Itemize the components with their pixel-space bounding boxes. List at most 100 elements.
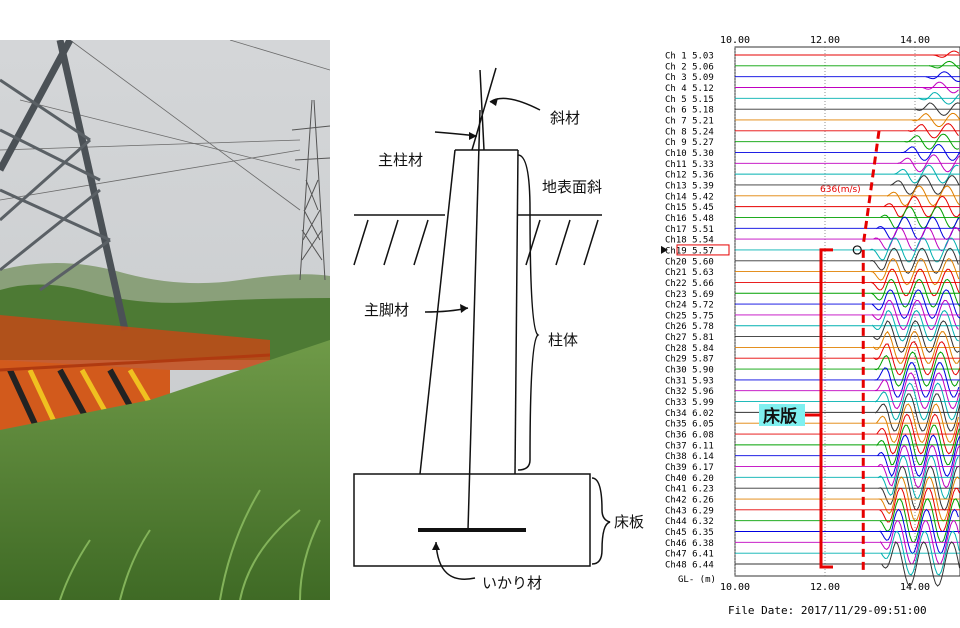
diagonal-upper: [479, 69, 485, 151]
waveform: [874, 372, 960, 410]
channel-label: Ch 1 5.03: [665, 52, 714, 62]
channel-label: Ch 6 5.18: [665, 106, 714, 116]
waveform: [875, 393, 960, 432]
label-anchor: いかり材: [482, 574, 542, 592]
waveform: [922, 81, 959, 94]
waveform: [879, 487, 960, 533]
waveform: [904, 133, 960, 150]
channel-label: Ch 3 5.09: [665, 73, 714, 83]
x-tick-top: 10.00: [720, 35, 750, 46]
gl-axis-label: GL- (m): [678, 575, 716, 585]
channel-label: Ch20 5.60: [665, 257, 714, 267]
file-date: File Date: 2017/11/29-09:51:00: [728, 604, 927, 617]
waveform: [880, 520, 960, 565]
arrow-heads: [432, 98, 498, 550]
channel-label: Ch45 6.35: [665, 528, 714, 538]
channel-label: Ch10 5.30: [665, 149, 714, 159]
waveform: [901, 144, 960, 161]
waveform: [876, 413, 960, 455]
channel-label: Ch30 5.90: [665, 366, 714, 376]
waveform: [929, 60, 960, 70]
anchor-leader: [435, 541, 476, 580]
channel-label: Ch47 6.41: [665, 550, 714, 560]
column-right-edge: [514, 149, 519, 475]
tower-bracing: [0, 78, 111, 292]
waveform: [873, 341, 960, 376]
waveform: [879, 498, 960, 544]
label-slab: 床板: [614, 513, 644, 531]
channel-label: Ch32 5.96: [665, 387, 714, 397]
waveform: [875, 403, 959, 444]
channel-label: Ch15 5.45: [665, 203, 714, 213]
waveform: [911, 112, 960, 127]
channel-label: Ch17 5.51: [665, 225, 714, 235]
channel-label: Ch26 5.78: [665, 322, 714, 332]
waveform: [925, 71, 960, 83]
channel-label: Ch33 5.99: [665, 398, 714, 408]
channel-label: Ch43 6.29: [665, 506, 714, 516]
selected-channel-box[interactable]: [676, 244, 730, 256]
x-tick-bottom: 10.00: [720, 582, 750, 593]
channel-label: Ch44 6.32: [665, 517, 714, 527]
waveform: [908, 123, 959, 139]
waveform: [878, 476, 960, 522]
label-main-leg: 主脚材: [364, 301, 409, 319]
channel-label: Ch41 6.23: [665, 485, 714, 495]
waveform: [877, 444, 960, 489]
channel-label: Ch39 6.17: [665, 463, 714, 473]
channel-label: Ch48 6.44: [665, 561, 714, 571]
label-ground-slope: 地表面斜: [542, 178, 602, 196]
waveform: [881, 541, 960, 587]
main-leg-line: [467, 109, 481, 531]
slab-bracket: [819, 248, 833, 569]
label-column: 柱体: [548, 331, 578, 349]
channel-label: Ch22 5.66: [665, 279, 714, 289]
channel-label: Ch13 5.39: [665, 181, 714, 191]
slab-brace: [591, 477, 611, 565]
waveform: [887, 185, 960, 207]
waveform: [872, 310, 960, 342]
waveform: [877, 434, 960, 478]
label-main-post: 主柱材: [378, 151, 423, 169]
waveform: [932, 50, 960, 58]
foundation-diagram: 斜材 主柱材 地表面斜 主脚材 柱体 床板 いかり材: [353, 67, 644, 592]
diagonal-leader: [489, 97, 541, 111]
power-lines: [0, 40, 330, 211]
waveform: [894, 164, 959, 184]
channel-label: Ch16 5.48: [665, 214, 714, 224]
channel-label: Ch37 6.11: [665, 441, 714, 451]
channel-label: Ch 8 5.24: [665, 127, 714, 137]
channel-label: Ch 9 5.27: [665, 138, 714, 148]
distant-tower: [291, 99, 330, 281]
channel-label: Ch18 5.54: [665, 236, 714, 246]
waveform: [873, 351, 959, 387]
channel-label: Ch28 5.84: [665, 344, 714, 354]
channel-label: Ch25 5.75: [665, 311, 714, 321]
waveform: [918, 91, 960, 105]
waveform: [890, 175, 960, 195]
channel-label: Ch36 6.08: [665, 431, 714, 441]
channel-label: Ch23 5.69: [665, 290, 714, 300]
waveform: [879, 508, 959, 555]
waveform: [915, 102, 960, 116]
channel-label: Ch21 5.63: [665, 268, 714, 278]
waveform: [877, 455, 959, 500]
waveform: [869, 247, 959, 274]
tower-site-photo: [0, 40, 330, 600]
slab-label-bg: [759, 404, 805, 426]
channel-label: Ch40 6.20: [665, 474, 714, 484]
waveform: [875, 382, 960, 421]
waveform: [873, 330, 960, 364]
waveform: [876, 424, 960, 466]
waveform: [872, 320, 960, 353]
channel-label: Ch31 5.93: [665, 376, 714, 386]
waveform: [880, 206, 959, 229]
grass: [0, 340, 330, 600]
slab-label: 床版: [763, 406, 797, 427]
label-diagonal: 斜材: [550, 109, 580, 127]
x-tick-bottom: 14.00: [900, 582, 930, 593]
plot-frame: [734, 46, 960, 577]
waveform: [874, 362, 960, 398]
channel-label: Ch14 5.42: [665, 192, 714, 202]
